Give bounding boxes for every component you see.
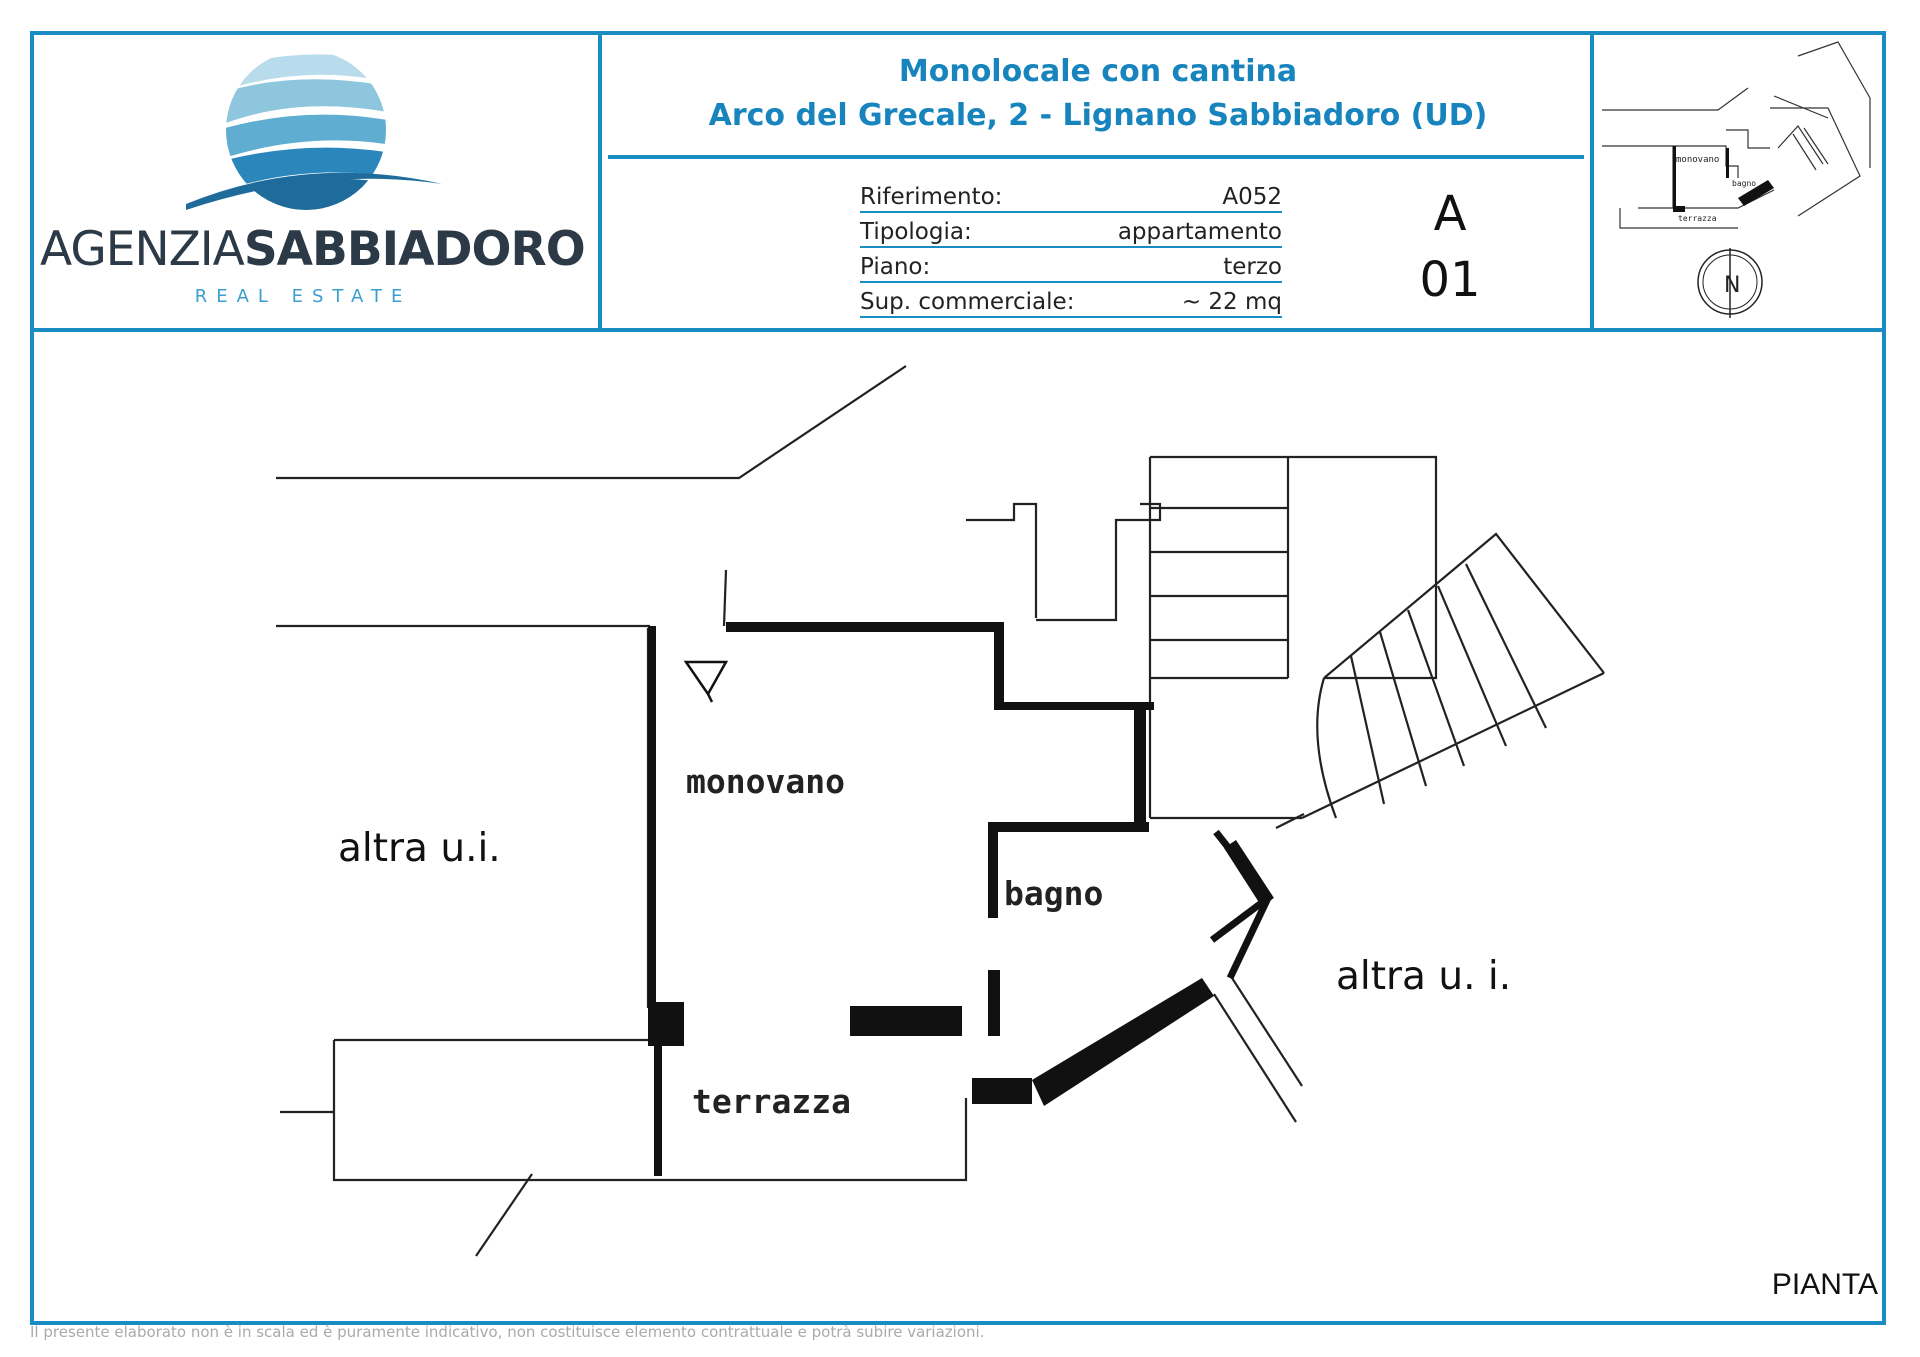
spec-row-reference: Riferimento: A052 — [860, 178, 1282, 213]
key-plan-room-main: monovano — [1676, 155, 1719, 165]
wall-bath-upper — [994, 702, 1154, 710]
wall-left — [648, 626, 656, 1006]
room-label-main: monovano — [686, 762, 845, 801]
floor-plan-drawing — [276, 365, 1605, 1257]
wall-bath-right — [1134, 702, 1146, 832]
north-label: N — [1724, 273, 1740, 298]
spec-row-type: Tipologia: appartamento — [860, 213, 1282, 248]
spec-row-area: Sup. commerciale: ~ 22 mq — [860, 283, 1282, 318]
wall-block-center — [850, 1006, 962, 1036]
vent-symbol-stem — [706, 693, 714, 703]
neighbor-label-right: altra u. i. — [1336, 954, 1512, 999]
outer-frame — [30, 31, 1886, 1325]
north-arrow-icon: N — [1697, 248, 1763, 318]
spec-label: Tipologia: — [860, 219, 972, 245]
wall-block-right — [988, 970, 1000, 1036]
wall-terrace-left — [654, 1036, 662, 1176]
floor-plan: monovano bagno terrazza altra u.i. altra… — [36, 338, 1884, 1318]
spec-label: Sup. commerciale: — [860, 289, 1075, 315]
spec-row-floor: Piano: terzo — [860, 248, 1282, 283]
spec-table: Riferimento: A052 Tipologia: appartament… — [860, 178, 1282, 318]
title-underline — [608, 155, 1584, 159]
view-label: PIANTA — [1771, 1268, 1878, 1301]
brand-name-bold: SABBIADORO — [243, 222, 586, 277]
wall-block-left — [648, 1002, 684, 1046]
spec-label: Piano: — [860, 254, 931, 280]
wall-bath-top — [989, 822, 1149, 832]
key-plan-drawing: monovano bagno terrazza N — [1602, 41, 1871, 318]
logo-divider — [598, 31, 602, 330]
spec-label: Riferimento: — [860, 184, 1003, 210]
unit-code-letter: A — [1433, 186, 1467, 242]
brand-tagline: REAL ESTATE — [194, 286, 412, 307]
disclaimer: Il presente elaborato non è in scala ed … — [30, 1323, 985, 1341]
wall-terrace-right — [972, 1078, 1032, 1104]
unit-code-number: 01 — [1419, 252, 1481, 308]
spec-value: terzo — [1223, 254, 1282, 280]
spec-value: A052 — [1222, 184, 1282, 210]
logo — [38, 42, 598, 322]
wall-top-right — [994, 622, 1004, 708]
vent-symbol-icon — [683, 660, 729, 697]
thumb-divider — [1590, 31, 1594, 330]
brand-name: AGENZIASABBIADORO — [40, 222, 586, 277]
key-plan-thumbnail: monovano bagno terrazza N — [1598, 38, 1880, 326]
brand-name-light: AGENZIA — [40, 222, 245, 277]
neighbor-label-left: altra u.i. — [338, 826, 501, 871]
room-label-terrace: terrazza — [692, 1082, 851, 1121]
logo-globe-icon — [186, 50, 442, 210]
spec-value: appartamento — [1117, 219, 1282, 245]
wall-bath-partition — [988, 822, 998, 918]
wall-diagonal — [1032, 978, 1214, 1106]
listing-address: Arco del Grecale, 2 - Lignano Sabbiadoro… — [708, 98, 1488, 133]
header-divider — [30, 328, 1886, 332]
key-plan-room-bath: bagno — [1732, 179, 1756, 188]
key-plan-room-terrace: terrazza — [1678, 214, 1717, 223]
wall-top — [726, 622, 1002, 632]
listing-title: Monolocale con cantina — [898, 54, 1298, 89]
spec-value: ~ 22 mq — [1181, 289, 1282, 315]
room-label-bath: bagno — [1004, 874, 1104, 913]
